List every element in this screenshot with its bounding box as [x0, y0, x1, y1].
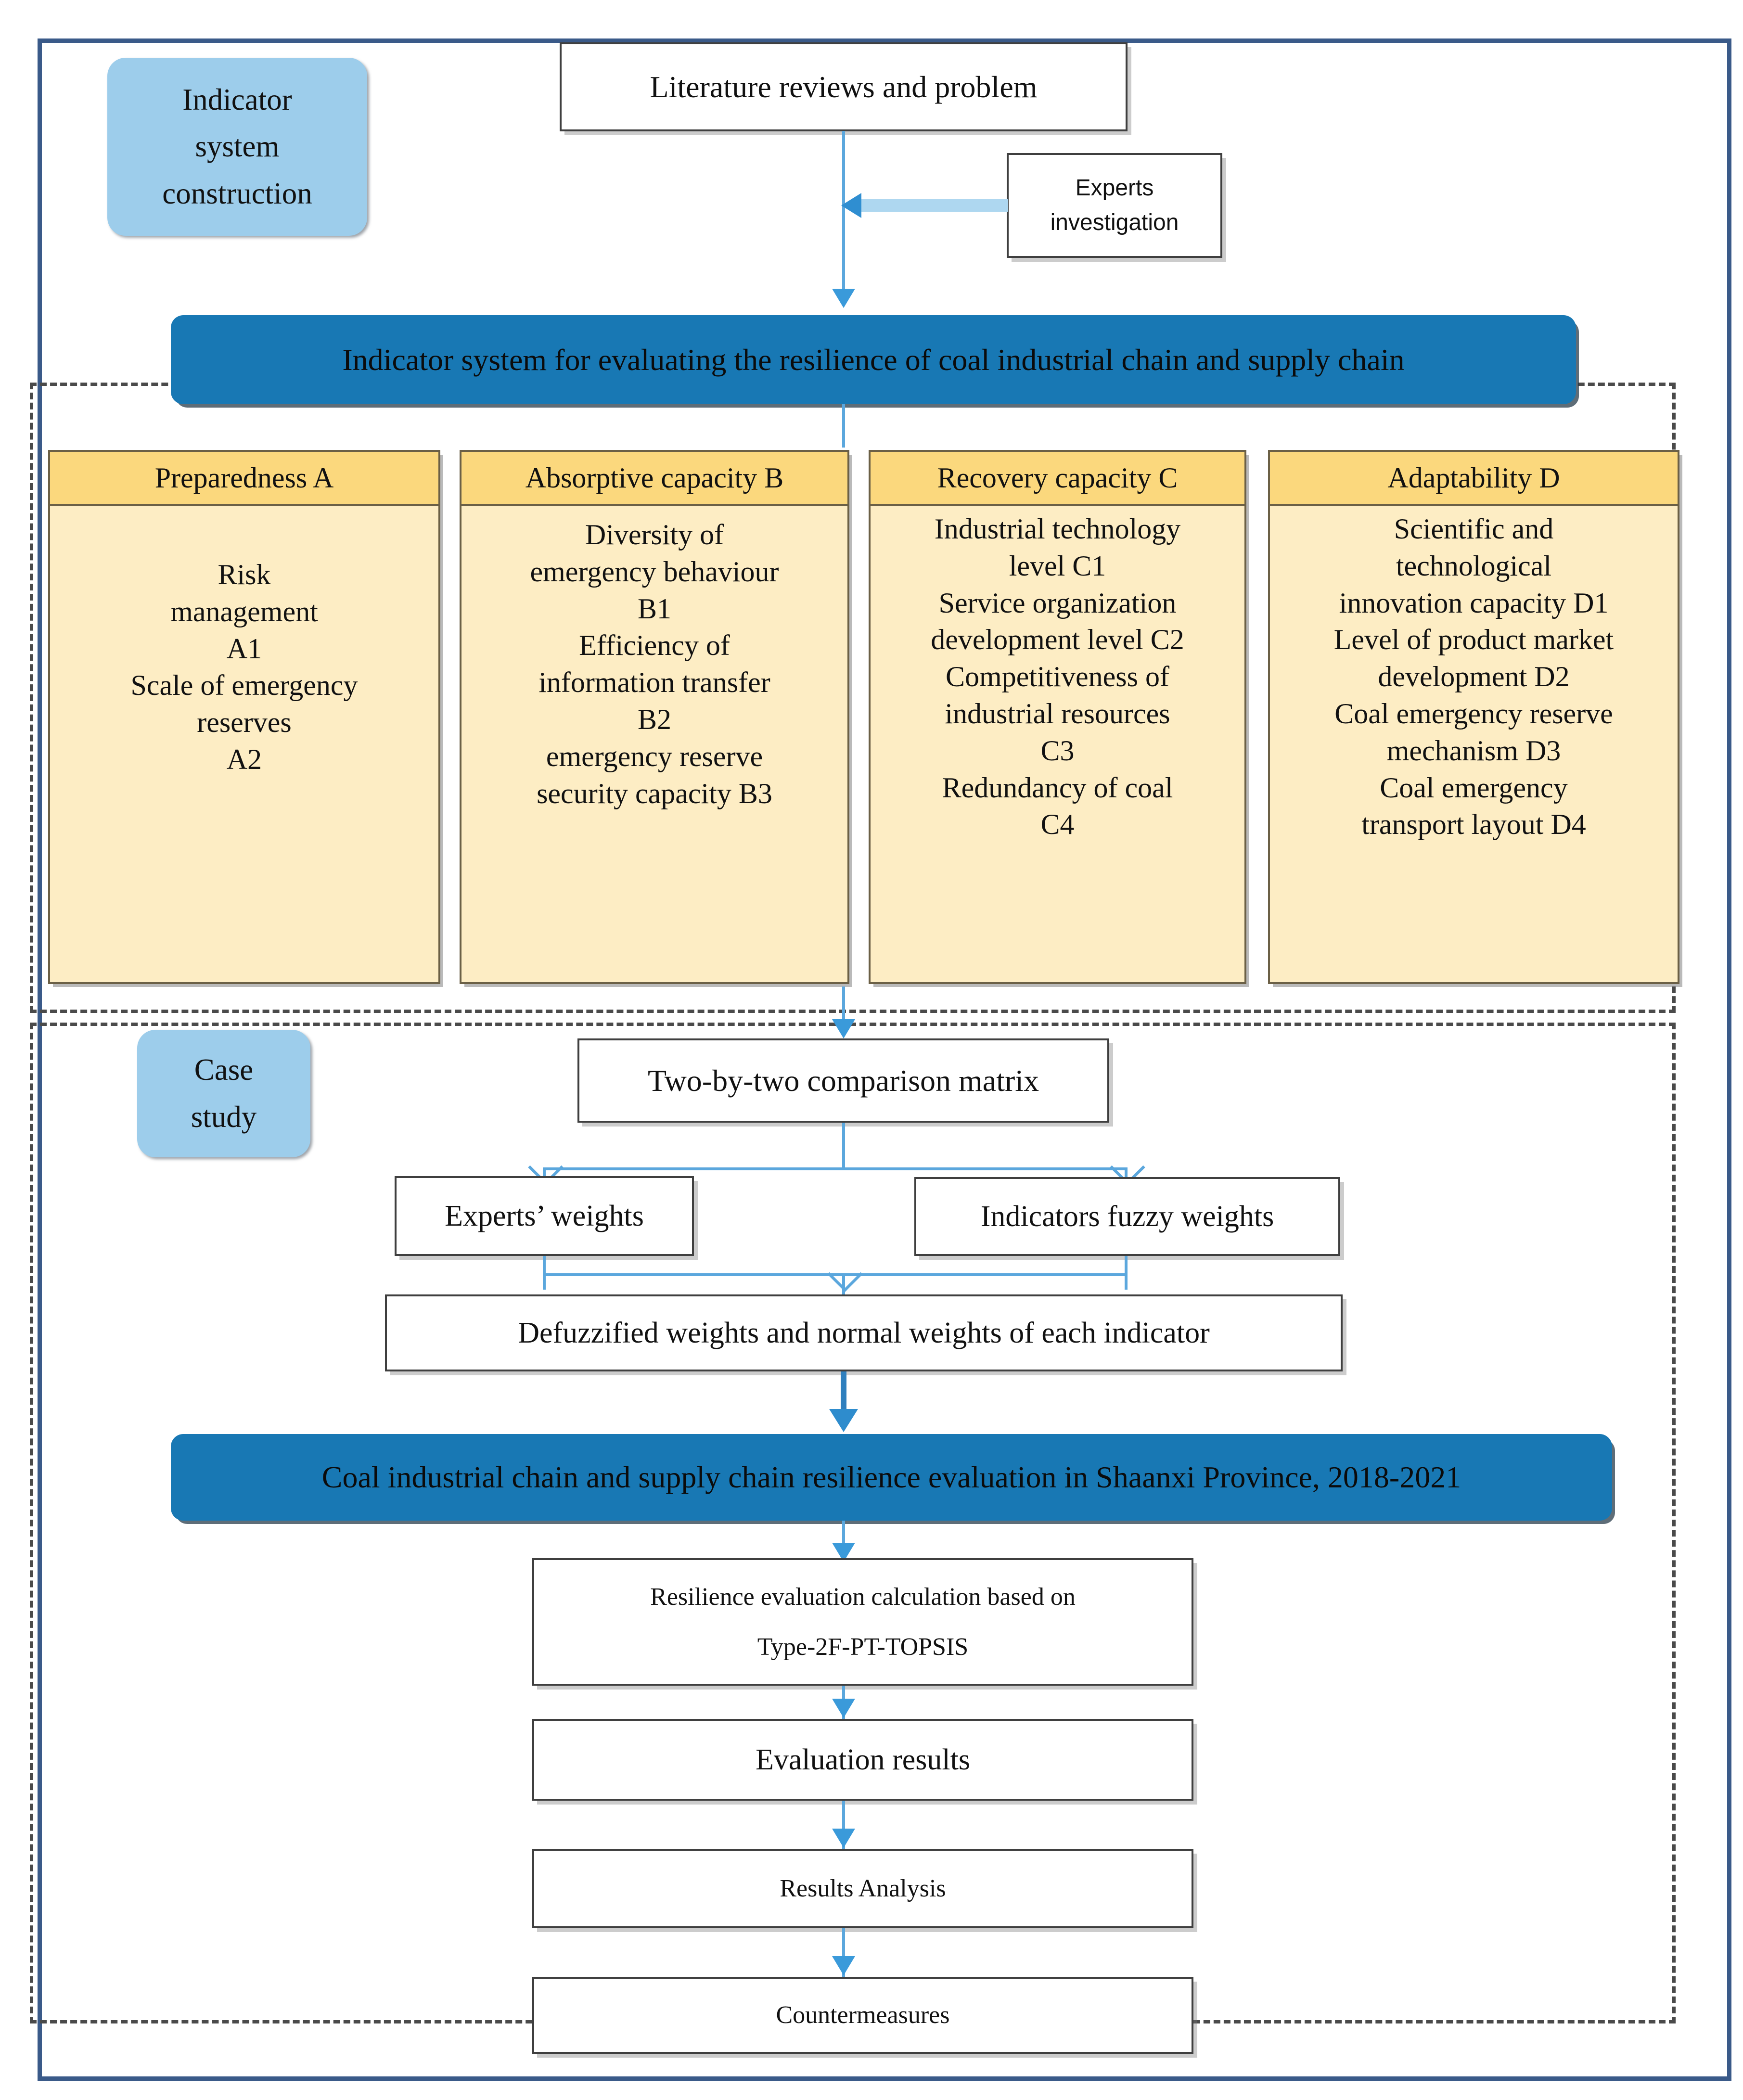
- box-indicators-fuzzy-weights: Indicators fuzzy weights: [914, 1177, 1340, 1256]
- banner-indicator-label: Indicator system for evaluating the resi…: [342, 342, 1405, 377]
- connector-matrix-down: [842, 1123, 845, 1169]
- capability-header-c: Recovery capacity C: [871, 452, 1244, 506]
- indicator-line: C4: [1040, 808, 1075, 841]
- indicator-line: level C1: [1009, 550, 1106, 582]
- box-experts-investigation-label: Experts investigation: [1050, 175, 1179, 235]
- capability-body-b: Diversity of emergency behaviour B1 Effi…: [461, 506, 847, 817]
- connector-results-to-analysis: [842, 1801, 845, 1850]
- box-experts-weights: Experts’ weights: [395, 1176, 694, 1256]
- indicator-line: Efficiency of: [579, 629, 730, 662]
- indicator-line: A2: [226, 743, 262, 775]
- indicator-line: Level of product market: [1333, 624, 1614, 656]
- box-topsis-calculation: Resilience evaluation calculation based …: [532, 1558, 1193, 1686]
- box-results-analysis: Results Analysis: [532, 1849, 1193, 1928]
- box-experts-investigation: Experts investigation: [1007, 153, 1222, 258]
- indicator-line: technological: [1396, 550, 1552, 582]
- capability-column-recovery: Recovery capacity C Industrial technolog…: [869, 450, 1246, 984]
- indicator-line: mechanism D3: [1386, 734, 1561, 767]
- capability-body-a: Risk management A1 Scale of emergency re…: [50, 506, 438, 783]
- indicator-line: Risk: [218, 559, 271, 590]
- stage-label-case-text: Case study: [191, 1052, 257, 1134]
- box-countermeasures-label: Countermeasures: [776, 2001, 950, 2029]
- indicator-line: reserves: [197, 706, 292, 739]
- capability-body-c: Industrial technology level C1 Service o…: [871, 506, 1244, 848]
- indicator-line: Coal emergency: [1380, 771, 1568, 804]
- indicator-line: Coal emergency reserve: [1334, 697, 1613, 730]
- box-evaluation-results-label: Evaluation results: [756, 1743, 970, 1776]
- arrow-results-to-analysis: [832, 1829, 855, 1848]
- box-defuzzified-weights-label: Defuzzified weights and normal weights o…: [518, 1316, 1210, 1349]
- indicator-line: development level C2: [931, 624, 1184, 656]
- arrow-experts-to-main: [841, 193, 861, 218]
- arrow-topsis-to-results: [832, 1699, 855, 1718]
- indicator-line: Scientific and: [1394, 513, 1554, 545]
- connector-merge-down: [842, 1273, 845, 1295]
- indicator-line: transport layout D4: [1361, 808, 1586, 841]
- capability-column-adaptability: Adaptability D Scientific and technologi…: [1268, 450, 1679, 984]
- connector-expw-down: [543, 1256, 546, 1290]
- box-results-analysis-label: Results Analysis: [780, 1874, 946, 1902]
- box-literature-reviews-label: Literature reviews and problem: [650, 69, 1038, 104]
- box-literature-reviews: Literature reviews and problem: [560, 42, 1128, 131]
- indicator-line: C3: [1040, 734, 1075, 767]
- arrow-literature-to-banner: [832, 289, 855, 308]
- capability-column-preparedness: Preparedness A Risk management A1 Scale …: [48, 450, 440, 984]
- indicator-line: A1: [226, 632, 262, 665]
- box-experts-weights-label: Experts’ weights: [445, 1199, 644, 1232]
- indicator-line: information transfer: [538, 666, 770, 699]
- box-indicators-fuzzy-weights-label: Indicators fuzzy weights: [980, 1200, 1274, 1233]
- arrow-columns-to-matrix: [832, 1019, 855, 1038]
- box-comparison-matrix-label: Two-by-two comparison matrix: [647, 1063, 1039, 1098]
- connector-matrix-split: [543, 1167, 1128, 1170]
- indicator-line: B1: [637, 592, 672, 625]
- box-comparison-matrix: Two-by-two comparison matrix: [577, 1038, 1109, 1123]
- box-countermeasures: Countermeasures: [532, 1977, 1193, 2054]
- capability-header-b: Absorptive capacity B: [461, 452, 847, 506]
- connector-analysis-to-countermeasures: [842, 1928, 845, 1977]
- indicator-line: Diversity of: [585, 519, 724, 551]
- banner-evaluation-shaanxi: Coal industrial chain and supply chain r…: [171, 1434, 1612, 1521]
- indicator-line: emergency behaviour: [530, 555, 779, 588]
- arrow-defuzzified-to-banner: [829, 1409, 858, 1432]
- indicator-line: innovation capacity D1: [1339, 587, 1609, 619]
- box-evaluation-results: Evaluation results: [532, 1719, 1193, 1801]
- connector-merge: [543, 1273, 1128, 1276]
- indicator-line: Industrial technology: [934, 513, 1181, 545]
- connector-defuzzified-to-banner: [841, 1371, 846, 1417]
- stage-label-case-study: Case study: [137, 1030, 310, 1157]
- indicator-line: Competitiveness of: [946, 661, 1169, 693]
- indicator-line: Service organization: [938, 587, 1177, 619]
- indicator-line: Redundancy of coal: [942, 771, 1173, 804]
- indicator-line: emergency reserve: [546, 740, 763, 772]
- stage-label-indicator-text: Indicator system construction: [162, 82, 312, 210]
- capability-column-absorptive: Absorptive capacity B Diversity of emerg…: [460, 450, 849, 984]
- stage-label-indicator-system-construction: Indicator system construction: [107, 58, 367, 236]
- connector-banner-to-columns: [842, 404, 845, 448]
- box-defuzzified-weights: Defuzzified weights and normal weights o…: [385, 1294, 1343, 1371]
- connector-columns-to-matrix: [842, 986, 845, 1035]
- indicator-line: security capacity B3: [537, 777, 772, 809]
- capability-header-a: Preparedness A: [50, 452, 438, 506]
- arrow-analysis-to-countermeasures: [832, 1956, 855, 1975]
- indicator-line: development D2: [1378, 661, 1570, 693]
- box-topsis-line1: Resilience evaluation calculation based …: [650, 1583, 1076, 1611]
- indicator-line: industrial resources: [945, 697, 1170, 730]
- connector-experts-to-main: [861, 199, 1008, 212]
- indicator-line: Scale of emergency: [130, 669, 358, 702]
- banner-indicator-system: Indicator system for evaluating the resi…: [171, 315, 1576, 404]
- capability-header-d: Adaptability D: [1270, 452, 1678, 506]
- box-topsis-line2: Type-2F-PT-TOPSIS: [757, 1633, 969, 1661]
- indicator-line: management: [170, 595, 318, 627]
- indicator-line: B2: [637, 703, 672, 735]
- banner-evaluation-label: Coal industrial chain and supply chain r…: [321, 1460, 1461, 1494]
- capability-body-d: Scientific and technological innovation …: [1270, 506, 1678, 848]
- connector-fuzzw-down: [1125, 1256, 1128, 1290]
